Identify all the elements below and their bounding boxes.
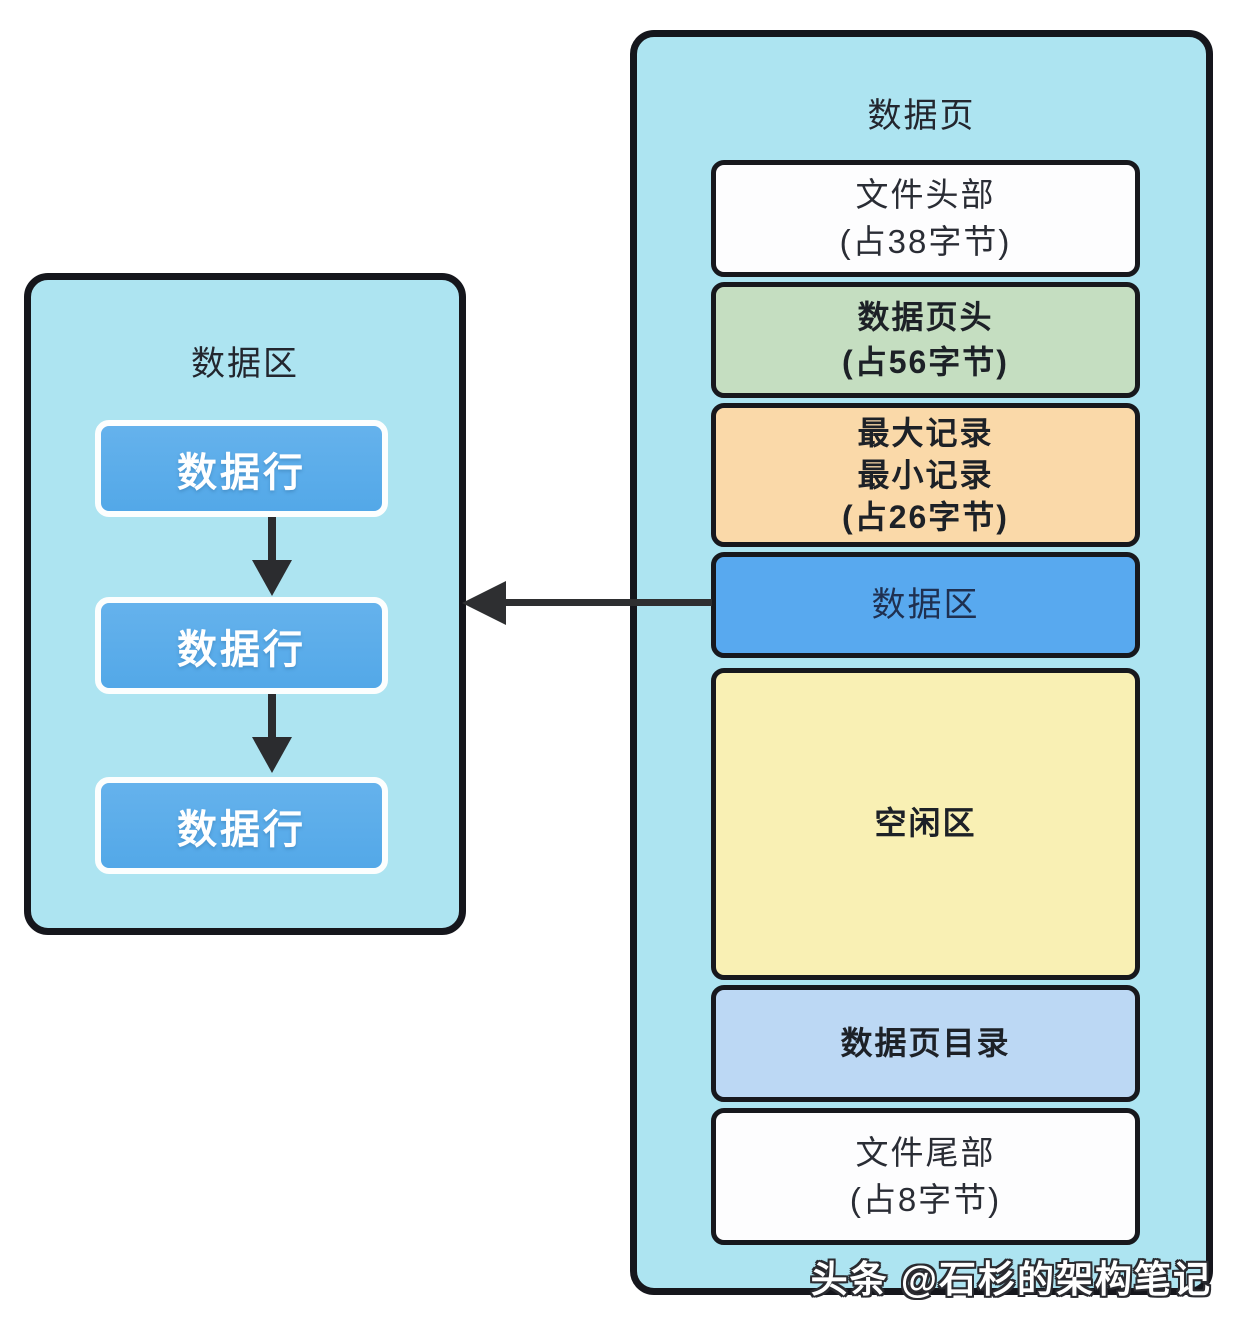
down-arrow-icon [252, 560, 292, 596]
segment-line: 数据区 [871, 585, 980, 624]
segment-line: (占8字节) [849, 1180, 1002, 1218]
data-area-panel-title: 数据区 [191, 345, 299, 383]
segment-data-area: 数据区 [711, 552, 1140, 658]
data-row-box: 数据行 [95, 597, 388, 694]
segment-free-area: 空闲区 [711, 668, 1140, 980]
segment-line: (占38字节) [839, 222, 1012, 260]
connector-arrow-line [502, 599, 712, 606]
down-arrow-line [268, 694, 276, 740]
data-page-panel-title: 数据页 [867, 97, 976, 135]
segment-line: (占26字节) [842, 499, 1009, 536]
data-page-panel: 数据页 文件头部 (占38字节) 数据页头 (占56字节) 最大记录 最小记录 … [630, 30, 1213, 1300]
data-area-panel: 数据区 数据行 数据行 数据行 [24, 273, 466, 935]
down-arrow-icon [252, 737, 292, 773]
segment-page-directory: 数据页目录 [711, 985, 1140, 1102]
segment-line: 最小记录 [857, 456, 994, 493]
data-row-box: 数据行 [95, 777, 388, 874]
segment-min-max-records: 最大记录 最小记录 (占26字节) [711, 403, 1140, 547]
segment-line: 最大记录 [857, 414, 994, 451]
segment-line: (占56字节) [842, 344, 1009, 380]
watermark: 头条 @石杉的架构笔记 [810, 1259, 1212, 1300]
segment-line: 文件头部 [855, 175, 996, 213]
segment-page-header: 数据页头 (占56字节) [711, 282, 1140, 398]
segment-line: 空闲区 [874, 805, 977, 842]
segment-file-header: 文件头部 (占38字节) [711, 160, 1140, 277]
left-arrow-icon [462, 581, 506, 625]
down-arrow-line [268, 517, 276, 563]
segment-line: 数据页头 [857, 298, 994, 335]
segment-file-trailer: 文件尾部 (占8字节) [711, 1108, 1140, 1245]
segment-line: 文件尾部 [855, 1133, 996, 1171]
segment-line: 数据页目录 [840, 1024, 1011, 1061]
data-row-box: 数据行 [95, 420, 388, 517]
